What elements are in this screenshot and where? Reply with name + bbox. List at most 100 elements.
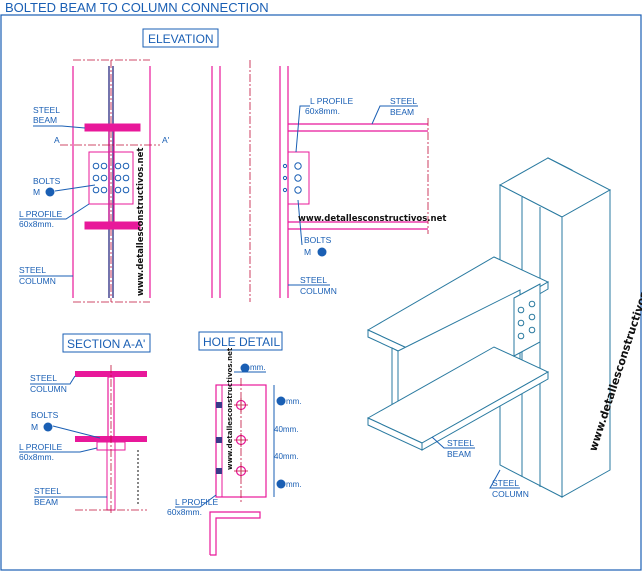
- label-side-profile-size: 60x8mm.: [305, 106, 340, 116]
- label-side-l-profile: L PROFILE: [310, 96, 353, 106]
- dim-edge-bottom: mm.: [286, 480, 302, 489]
- label-iso-steel-column-2: COLUMN: [492, 489, 529, 499]
- hole-edge-tick: [216, 468, 222, 474]
- section-heading: SECTION A-A': [67, 337, 145, 351]
- label-sec-bolt-size: M: [31, 422, 38, 432]
- iso-bolt: [528, 326, 536, 334]
- edge-top-marker: [276, 396, 286, 406]
- iso-bolt: [528, 300, 536, 308]
- leader-sec-bolts: [52, 425, 101, 439]
- watermark-side: www.detallesconstructivos.net: [298, 214, 446, 224]
- leader-side-profile: [295, 105, 310, 153]
- leader-bolts: [54, 184, 96, 192]
- section-view: SECTION A-A' STEEL COLUMN BOLTS M L PROF…: [19, 333, 151, 515]
- isometric-view: www.detallesconstructivos.net STEEL BEAM…: [366, 157, 642, 499]
- label-sec-profile-size: 60x8mm.: [19, 452, 54, 462]
- label-side-bolt-size: M: [304, 247, 311, 257]
- bolt-head: [92, 174, 100, 182]
- dim-spacing-1: 40mm.: [274, 425, 298, 434]
- iso-bolt: [517, 319, 525, 327]
- label-l-profile: L PROFILE: [19, 209, 62, 219]
- hole-edge-tick: [216, 402, 222, 408]
- leader-side-beam: [371, 105, 418, 125]
- l-profile-section: [209, 511, 261, 556]
- leader-side-bolts: [297, 199, 303, 246]
- hole-detail-heading: HOLE DETAIL: [203, 335, 280, 349]
- bolt-head: [122, 162, 130, 170]
- iso-bolt: [528, 313, 536, 321]
- label-sec-bolts: BOLTS: [31, 410, 59, 420]
- elevation-heading-box: [142, 28, 219, 48]
- label-sec-steel-column-2: COLUMN: [30, 384, 67, 394]
- label-iso-steel-beam-1: STEEL: [447, 438, 474, 448]
- iso-bolt: [517, 306, 525, 314]
- elevation-bolt-group: [92, 162, 130, 194]
- beam-top-flange: [84, 123, 141, 132]
- section-column-flange-top: [75, 371, 147, 377]
- label-bolts: BOLTS: [33, 176, 61, 186]
- bolt-head: [100, 174, 108, 182]
- label-steel-column-1: STEEL: [19, 265, 46, 275]
- label-side-steel-column-2: COLUMN: [300, 286, 337, 296]
- label-steel-column-2: COLUMN: [19, 276, 56, 286]
- label-sec-steel-beam-1: STEEL: [34, 486, 61, 496]
- beam-web: [108, 130, 115, 223]
- leader-sec-profile: [19, 447, 98, 453]
- dim-edge-top: mm.: [286, 397, 302, 406]
- bolt-head: [114, 174, 122, 182]
- sheet-border: [0, 14, 642, 571]
- dim-spacing-2: 40mm.: [274, 452, 298, 461]
- bolt-head: [294, 174, 302, 182]
- sec-bolt-size-marker: [43, 422, 53, 432]
- bolt-head: [92, 186, 100, 194]
- label-steel-beam-2: BEAM: [33, 115, 57, 125]
- bolt-head: [100, 186, 108, 194]
- iso-bolt: [517, 332, 525, 340]
- beam-bottom-flange: [84, 221, 141, 230]
- label-side-steel-column-1: STEEL: [300, 275, 327, 285]
- bolt-head: [294, 162, 302, 170]
- elevation-heading: ELEVATION: [148, 32, 214, 46]
- leader-steel-beam: [33, 125, 86, 129]
- leader-iso-beam: [431, 436, 475, 449]
- label-sec-steel-beam-2: BEAM: [34, 497, 58, 507]
- watermark-elevation: www.detallesconstructivos.net: [136, 148, 146, 296]
- drawing-title: BOLTED BEAM TO COLUMN CONNECTION: [5, 0, 269, 15]
- label-profile-size: 60x8mm.: [19, 219, 54, 229]
- bolt-size-marker: [45, 187, 55, 197]
- edge-bottom-marker: [276, 479, 286, 489]
- bolt-nut: [282, 187, 288, 193]
- side-bolt-group: [282, 162, 302, 194]
- leader-hole-profile: [175, 494, 217, 508]
- dim-gauge: mm.: [250, 363, 266, 372]
- label-bolt-size: M: [33, 187, 40, 197]
- section-mark-a: A: [54, 135, 60, 145]
- watermark-hole-detail: www.detallesconstructivos.net: [226, 347, 234, 470]
- label-sec-l-profile: L PROFILE: [19, 442, 62, 452]
- iso-beam-bottom-flange-front: [421, 371, 549, 451]
- hole-detail-view: HOLE DETAIL mm. mm. 40mm. 40mm. mm. L PR…: [167, 331, 302, 556]
- hole-detail-heading-box: [198, 331, 283, 351]
- side-bolt-size-marker: [317, 247, 327, 257]
- bolt-head: [100, 162, 108, 170]
- leader-profile: [19, 203, 90, 220]
- label-sec-steel-column-1: STEEL: [30, 373, 57, 383]
- iso-column-side-face: [561, 189, 611, 498]
- bolt-head: [294, 186, 302, 194]
- label-iso-steel-column-1: STEEL: [492, 478, 519, 488]
- bolt-head: [114, 162, 122, 170]
- hole-edge-tick: [216, 437, 222, 443]
- label-hole-l-profile: L PROFILE: [175, 497, 218, 507]
- label-iso-steel-beam-2: BEAM: [447, 449, 471, 459]
- section-mark-a-prime: A': [162, 135, 170, 145]
- elevation-view: ELEVATION A A' STEEL BEAM BOLTS M L PROF…: [19, 28, 446, 303]
- iso-bolt-group: [517, 300, 536, 340]
- bolt-nut: [282, 163, 288, 169]
- leader-sec-column: [30, 375, 76, 385]
- label-steel-beam-1: STEEL: [33, 105, 60, 115]
- label-side-bolts: BOLTS: [304, 235, 332, 245]
- bolt-head: [114, 186, 122, 194]
- bolt-nut: [282, 175, 288, 181]
- section-heading-box: [62, 333, 151, 353]
